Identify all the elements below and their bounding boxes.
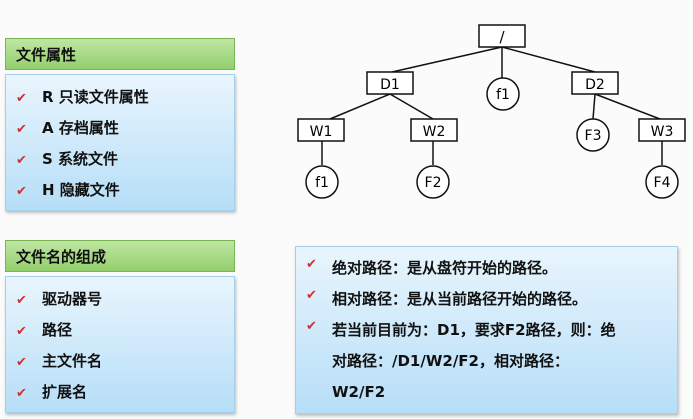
svg-text:f1: f1 (496, 87, 510, 103)
checkmark-icon: ✔ (16, 153, 27, 168)
absolute-path-text: 绝对路径：是从盘符开始的路径。 (332, 259, 558, 277)
checkmark-icon: ✔ (16, 91, 27, 106)
tree-node-w3: W3 (638, 118, 686, 142)
svg-text:D1: D1 (380, 77, 400, 93)
path-explanation-box: ✔ 绝对路径：是从盘符开始的路径。 ✔ 相对路径：是从当前路径开始的路径。 ✔ … (295, 246, 678, 414)
filename-title: 文件名的组成 (16, 248, 107, 266)
list-item: ✔R 只读文件属性 (16, 86, 149, 108)
tree-node-f1-root: f1 (486, 77, 520, 111)
checkmark-icon: ✔ (16, 324, 27, 339)
svg-text:F2: F2 (425, 175, 442, 191)
checkmark-icon: ✔ (16, 386, 27, 401)
checkmark-icon: ✔ (16, 184, 27, 199)
svg-text:F4: F4 (654, 175, 671, 191)
svg-text:F3: F3 (585, 128, 602, 144)
tree-node-f4: F4 (645, 165, 679, 199)
relative-path-text: 相对路径：是从当前路径开始的路径。 (332, 290, 588, 308)
attributes-title: 文件属性 (16, 46, 77, 64)
checkmark-icon: ✔ (306, 288, 317, 303)
attributes-list: ✔R 只读文件属性 ✔A 存档属性 ✔S 系统文件 ✔H 隐藏文件 (5, 74, 235, 211)
checkmark-icon: ✔ (306, 319, 317, 334)
svg-text:f1: f1 (315, 175, 329, 191)
list-item: ✔扩展名 (16, 381, 87, 403)
svg-text:D2: D2 (585, 77, 605, 93)
list-item: ✔驱动器号 (16, 288, 102, 310)
directory-tree-diagram: / D1 f1 D2 W1 W2 F3 W3 f1 F2 F4 (297, 24, 686, 199)
tree-node-f2: F2 (416, 165, 450, 199)
checkmark-icon: ✔ (16, 293, 27, 308)
checkmark-icon: ✔ (306, 257, 317, 272)
list-item: ✔S 系统文件 (16, 148, 118, 170)
list-item: ✔主文件名 (16, 350, 102, 372)
list-item: ✔H 隐藏文件 (16, 179, 120, 201)
tree-node-f3: F3 (576, 118, 610, 152)
example-text-line3: W2/F2 (332, 383, 386, 401)
svg-text:W2: W2 (423, 124, 446, 140)
checkmark-icon: ✔ (16, 355, 27, 370)
example-text-line2: 对路径：/D1/W2/F2，相对路径： (332, 352, 569, 370)
tree-node-f1-leaf: f1 (305, 165, 339, 199)
example-text-line1: 若当前目前为：D1，要求F2路径，则：绝 (332, 321, 616, 339)
filename-list: ✔驱动器号 ✔路径 ✔主文件名 ✔扩展名 (5, 276, 235, 413)
tree-node-root: / (478, 24, 526, 48)
svg-text:/: / (499, 28, 505, 46)
tree-edges (321, 46, 663, 165)
svg-text:W3: W3 (651, 124, 674, 140)
list-item: ✔A 存档属性 (16, 117, 119, 139)
filename-header: 文件名的组成 (5, 240, 235, 272)
tree-node-w2: W2 (410, 118, 458, 142)
tree-node-w1: W1 (297, 118, 345, 142)
tree-node-d1: D1 (366, 71, 414, 95)
list-item: ✔路径 (16, 319, 72, 341)
attributes-header: 文件属性 (5, 38, 235, 70)
checkmark-icon: ✔ (16, 122, 27, 137)
svg-text:W1: W1 (310, 124, 333, 140)
tree-node-d2: D2 (571, 71, 619, 95)
